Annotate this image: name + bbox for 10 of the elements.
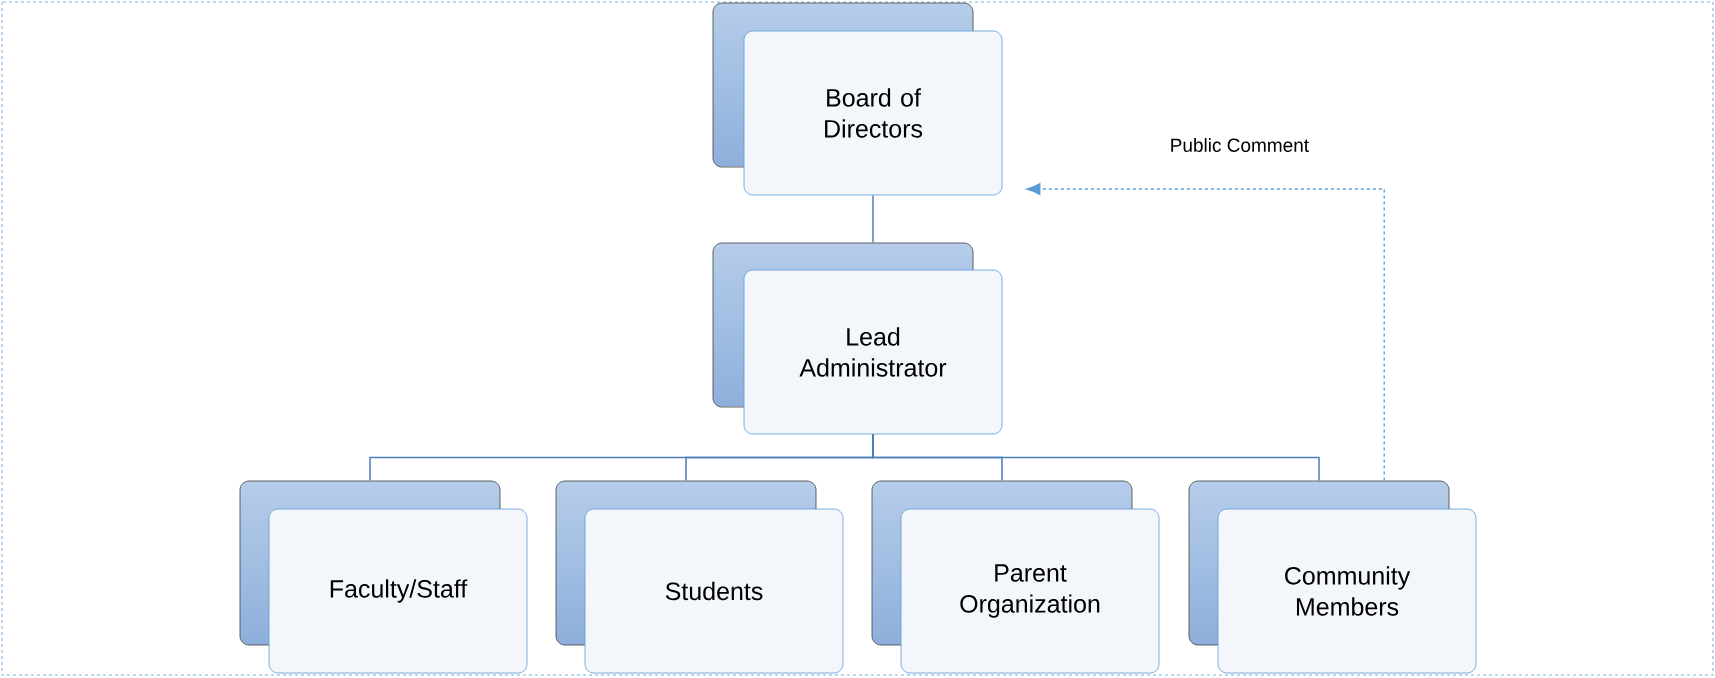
edge-label: Public Comment: [1171, 138, 1309, 152]
org-box: Parent Organization: [871, 480, 1160, 674]
org-box: Board of Directors: [712, 2, 1003, 196]
connector: [1026, 183, 1385, 482]
connector: [872, 433, 1320, 482]
connector: [872, 194, 874, 244]
org-box: Students: [555, 480, 844, 674]
org-box: Faculty/Staff: [239, 480, 528, 674]
org-box: Community Members: [1188, 480, 1477, 674]
org-box: Lead Administrator: [712, 242, 1003, 435]
